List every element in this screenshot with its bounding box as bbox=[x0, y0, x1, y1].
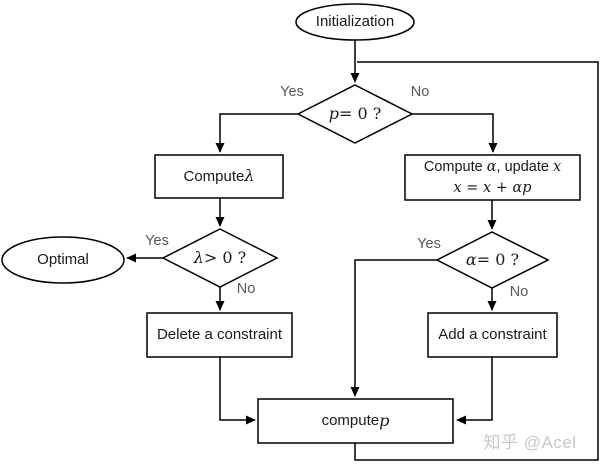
p-check-diamond bbox=[296, 84, 414, 144]
branch-label-lambda-no: No bbox=[236, 280, 256, 297]
compute-alpha-l2-op2: + bbox=[491, 179, 513, 196]
lambda-check-var: λ bbox=[193, 247, 204, 267]
branch-label-lambda-yes: Yes bbox=[145, 232, 169, 249]
lambda-check-label: λ > 0 ? bbox=[163, 229, 277, 287]
p-check-label: p = 0 ? bbox=[298, 85, 412, 143]
compute-alpha-l2-op1: = bbox=[461, 179, 483, 196]
branch-label-p-yes: Yes bbox=[280, 83, 304, 100]
compute-lambda-label: Compute λ bbox=[155, 155, 283, 198]
compute-lambda-prefix: Compute bbox=[183, 167, 245, 185]
lambda-check-cond: > 0 ? bbox=[203, 247, 247, 267]
init-ellipse bbox=[295, 3, 415, 41]
delete-constraint-label: Delete a constraint bbox=[147, 313, 292, 357]
compute-alpha-label: Compute α, update x x = x + αp bbox=[405, 155, 580, 200]
add-constraint-text: Add a constraint bbox=[438, 326, 547, 344]
optimal-ellipse bbox=[1, 236, 125, 284]
compute-alpha-l1-prefix: Compute bbox=[423, 158, 487, 175]
edge-p-no-to-compute-alpha bbox=[412, 113, 498, 153]
alpha-check-label: α = 0 ? bbox=[437, 232, 548, 288]
edge-add-to-compute-p bbox=[456, 357, 493, 425]
compute-alpha-line1: Compute α, update x bbox=[424, 157, 561, 178]
delete-constraint-text: Delete a constraint bbox=[156, 326, 283, 344]
compute-p-math: p bbox=[379, 410, 390, 430]
compute-p-box bbox=[257, 398, 454, 444]
p-check-var: p bbox=[328, 103, 339, 123]
add-constraint-box bbox=[427, 312, 558, 358]
compute-alpha-l2-m1: x bbox=[453, 179, 462, 196]
lambda-check-diamond bbox=[161, 228, 279, 288]
watermark: 知乎 @Acel bbox=[483, 432, 577, 452]
branch-label-alpha-yes: Yes bbox=[417, 235, 441, 252]
compute-alpha-l2-m3: αp bbox=[512, 179, 532, 196]
init-label-text: Initialization bbox=[315, 13, 395, 31]
alpha-check-cond: = 0 ? bbox=[476, 249, 520, 269]
branch-label-alpha-no: No bbox=[509, 283, 529, 300]
add-constraint-label: Add a constraint bbox=[428, 313, 557, 357]
compute-alpha-l1-math2: x bbox=[552, 158, 562, 175]
compute-lambda-box bbox=[154, 154, 284, 199]
edge-delete-to-compute-p bbox=[219, 357, 256, 425]
edge-feedback-loop bbox=[354, 61, 599, 461]
optimal-label: Optimal bbox=[2, 237, 124, 283]
edge-alpha-yes-to-compute-p bbox=[350, 259, 437, 397]
edge-p-yes-to-compute-lambda bbox=[215, 113, 298, 153]
optimal-label-text: Optimal bbox=[37, 251, 89, 269]
compute-alpha-line2: x = x + αp bbox=[453, 178, 531, 199]
compute-alpha-l2-m2: x bbox=[482, 179, 492, 196]
compute-p-prefix: compute bbox=[321, 412, 380, 430]
alpha-check-var: α bbox=[465, 249, 477, 269]
compute-alpha-l1-mid: , update bbox=[496, 158, 553, 175]
compute-p-label: compute p bbox=[258, 399, 453, 443]
compute-alpha-l1-math1: α bbox=[486, 158, 497, 175]
compute-alpha-box bbox=[404, 154, 581, 201]
branch-label-p-no: No bbox=[410, 83, 430, 100]
init-label: Initialization bbox=[296, 4, 414, 40]
delete-constraint-box bbox=[146, 312, 293, 358]
compute-lambda-math: λ bbox=[244, 166, 255, 186]
p-check-cond: = 0 ? bbox=[338, 103, 382, 123]
alpha-check-diamond bbox=[435, 231, 550, 289]
